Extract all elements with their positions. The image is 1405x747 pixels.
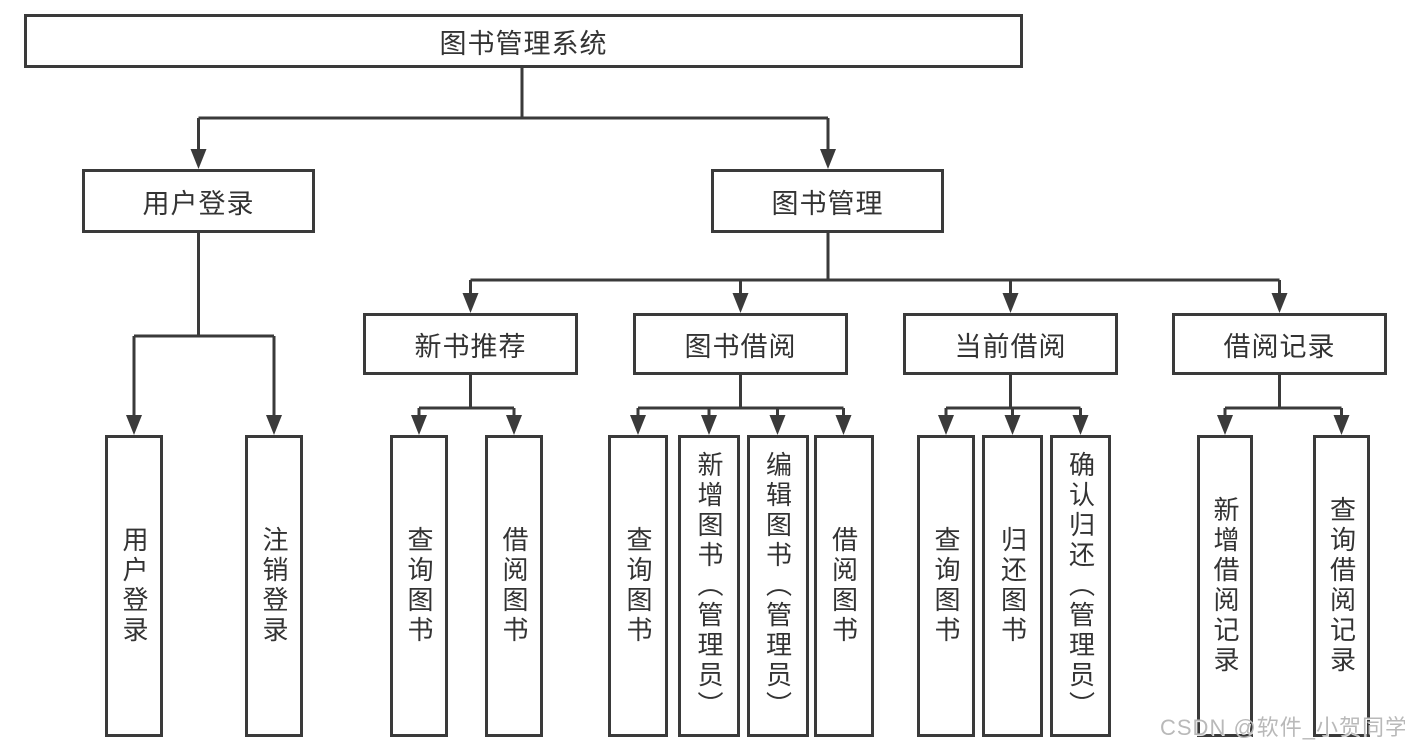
leaf-query-books-borrow: 查询图书: [608, 435, 668, 737]
leaf-label: 用户登录: [119, 526, 149, 646]
leaf-label: 确认归还（管理员）: [1065, 451, 1096, 721]
node-book-borrow: 图书借阅: [633, 313, 848, 375]
node-new-book-recommend: 新书推荐: [363, 313, 578, 375]
leaf-label: 新增借阅记录: [1210, 496, 1240, 676]
leaf-add-book-admin: 新增图书（管理员）: [678, 435, 740, 737]
leaf-query-books-recommend: 查询图书: [390, 435, 448, 737]
leaf-user-login: 用户登录: [105, 435, 163, 737]
node-root: 图书管理系统: [24, 14, 1023, 68]
leaf-borrow-books-borrow: 借阅图书: [813, 435, 874, 737]
leaf-query-books-current: 查询图书: [917, 435, 975, 737]
node-user-login: 用户登录: [82, 169, 315, 233]
leaf-label: 编辑图书（管理员）: [762, 451, 793, 721]
node-book-management: 图书管理: [711, 169, 944, 233]
leaf-add-borrow-record: 新增借阅记录: [1197, 435, 1253, 737]
leaf-return-book: 归还图书: [982, 435, 1043, 737]
node-borrow-records: 借阅记录: [1172, 313, 1387, 375]
leaf-label: 查询图书: [931, 526, 961, 646]
leaf-label: 归还图书: [997, 526, 1028, 646]
leaf-label: 查询图书: [623, 526, 653, 646]
leaf-label: 借阅图书: [828, 526, 859, 646]
node-current-borrow: 当前借阅: [903, 313, 1118, 375]
watermark: CSDN @软件_小贺同学: [1160, 715, 1405, 740]
leaf-label: 注销登录: [259, 526, 289, 646]
leaf-logout: 注销登录: [245, 435, 303, 737]
leaf-label: 新增图书（管理员）: [694, 451, 724, 721]
leaf-label: 查询借阅记录: [1326, 496, 1357, 676]
arrowhead-icons: [126, 149, 1350, 435]
leaf-confirm-return-admin: 确认归还（管理员）: [1050, 435, 1111, 737]
leaf-query-borrow-record: 查询借阅记录: [1313, 435, 1370, 737]
leaf-label: 查询图书: [404, 526, 434, 646]
leaf-label: 借阅图书: [499, 526, 529, 646]
leaf-borrow-books-recommend: 借阅图书: [485, 435, 543, 737]
leaf-edit-book-admin: 编辑图书（管理员）: [746, 435, 809, 737]
connector-paths: [132, 68, 1343, 418]
